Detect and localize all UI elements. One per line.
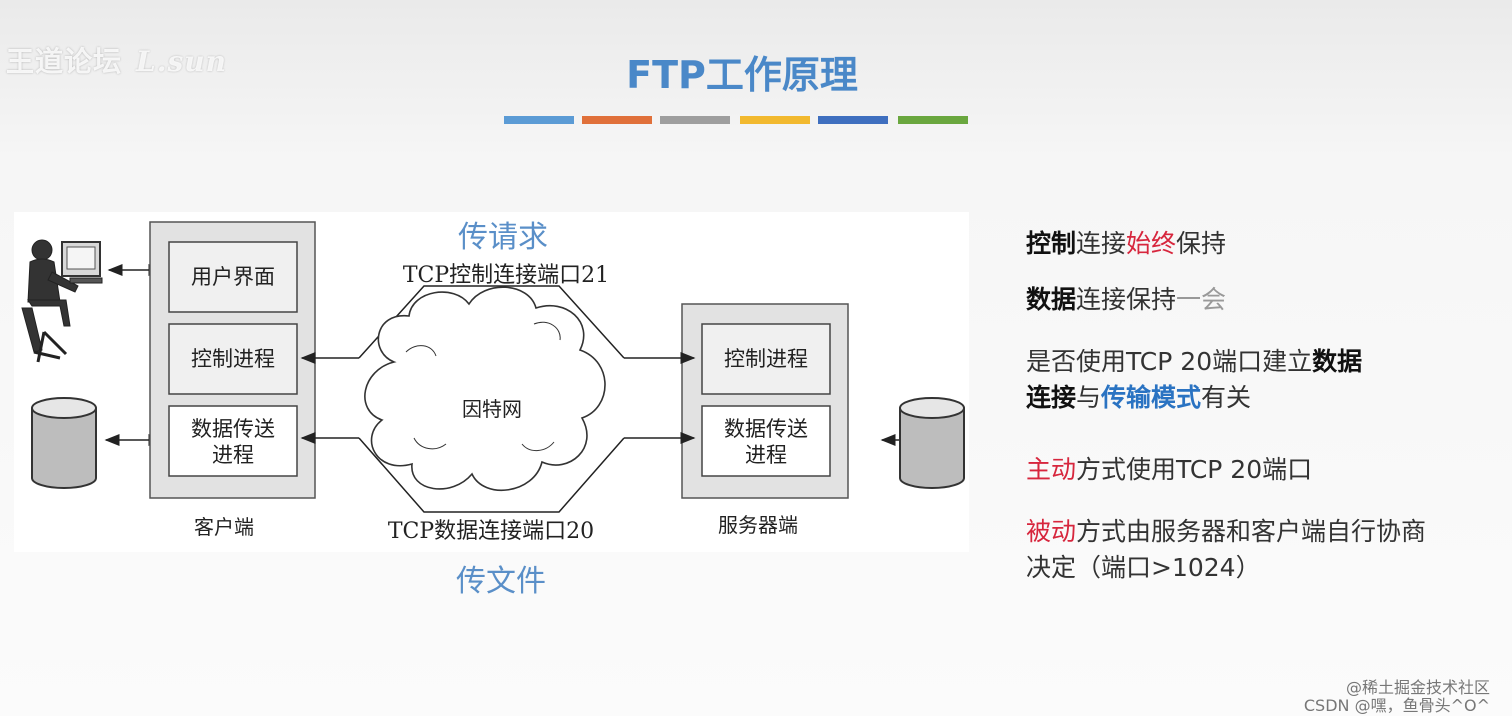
server-data-label-1: 数据传送 [724, 417, 808, 441]
color-bar-4 [740, 116, 810, 124]
note-line-1: 控制连接始终保持 [1026, 224, 1226, 260]
note-4-a: 连接 [1026, 383, 1077, 412]
note-line-3: 是否使用TCP 20端口建立数据 [1026, 342, 1362, 378]
tcp-control-label: TCP控制连接端口21 [403, 263, 609, 288]
note-2-c: 一会 [1176, 285, 1227, 314]
note-1-d: 保持 [1176, 229, 1227, 258]
client-label: 客户端 [194, 515, 254, 539]
note-line-7: 决定（端口>1024） [1026, 548, 1261, 584]
server-database-icon [899, 397, 965, 489]
color-bar-5 [818, 116, 888, 124]
slide-title: FTP工作原理 [626, 53, 858, 97]
color-bar-1 [504, 116, 574, 124]
note-1-a: 控制 [1026, 229, 1077, 258]
ftp-diagram: 用户界面 控制进程 数据传送 进程 客户端 控制进程 数据传送 进程 服务器端 [14, 212, 969, 552]
client-database-icon [31, 397, 97, 489]
color-bar-6 [898, 116, 968, 124]
note-1-b: 连接 [1076, 229, 1127, 258]
client-data-box [168, 405, 298, 477]
overlay-request-label: 传请求 [458, 220, 548, 255]
note-3-b: 数据 [1312, 347, 1363, 376]
server-control-label: 控制进程 [724, 347, 808, 371]
ftp-diagram-svg: 用户界面 控制进程 数据传送 进程 客户端 控制进程 数据传送 进程 服务器端 [21, 221, 965, 544]
server-data-box [701, 405, 831, 477]
note-4-c: 传输模式 [1101, 383, 1202, 412]
client-control-label: 控制进程 [191, 347, 275, 371]
note-1-c: 始终 [1126, 229, 1177, 258]
note-7-a: 决定（端口>1024） [1026, 553, 1261, 582]
client-data-label-2: 进程 [212, 443, 254, 467]
note-2-a: 数据 [1026, 285, 1077, 314]
note-5-b: 方式使用TCP 20端口 [1076, 455, 1313, 484]
note-2-b: 连接保持 [1076, 285, 1177, 314]
client-data-label-1: 数据传送 [191, 417, 275, 441]
server-control-box [701, 323, 831, 395]
user-computer-icon [21, 239, 103, 363]
client-control-box [168, 323, 298, 395]
overlay-file-label: 传文件 [456, 564, 546, 599]
tcp-data-label: TCP数据连接端口20 [388, 519, 594, 544]
note-5-a: 主动 [1026, 455, 1077, 484]
note-line-5: 主动方式使用TCP 20端口 [1026, 450, 1312, 486]
note-line-2: 数据连接保持一会 [1026, 280, 1226, 316]
note-line-6: 被动方式由服务器和客户端自行协商 [1026, 512, 1426, 548]
note-line-4: 连接与传输模式有关 [1026, 378, 1251, 414]
note-6-a: 被动 [1026, 517, 1077, 546]
client-ui-label: 用户界面 [191, 265, 275, 289]
color-bar-2 [582, 116, 652, 124]
footer-csdn: CSDN @嘿，鱼骨头^O^ [1303, 696, 1490, 715]
note-6-b: 方式由服务器和客户端自行协商 [1076, 517, 1427, 546]
watermark-text: 王道论坛 [6, 45, 123, 78]
internet-label: 因特网 [462, 397, 522, 421]
server-data-label-2: 进程 [745, 443, 787, 467]
server-label: 服务器端 [718, 513, 798, 537]
client-ui-box [168, 241, 298, 313]
watermark-logo: 王道论坛 L.sun [6, 40, 227, 80]
note-4-d: 有关 [1201, 383, 1252, 412]
watermark-signature: L.sun [136, 45, 227, 78]
internet-cloud [364, 286, 606, 491]
note-4-b: 与 [1076, 383, 1102, 412]
color-bar-3 [660, 116, 730, 124]
note-3-a: 是否使用TCP 20端口建立 [1026, 347, 1313, 376]
footer-juejin: @稀土掘金技术社区 [1345, 678, 1490, 697]
